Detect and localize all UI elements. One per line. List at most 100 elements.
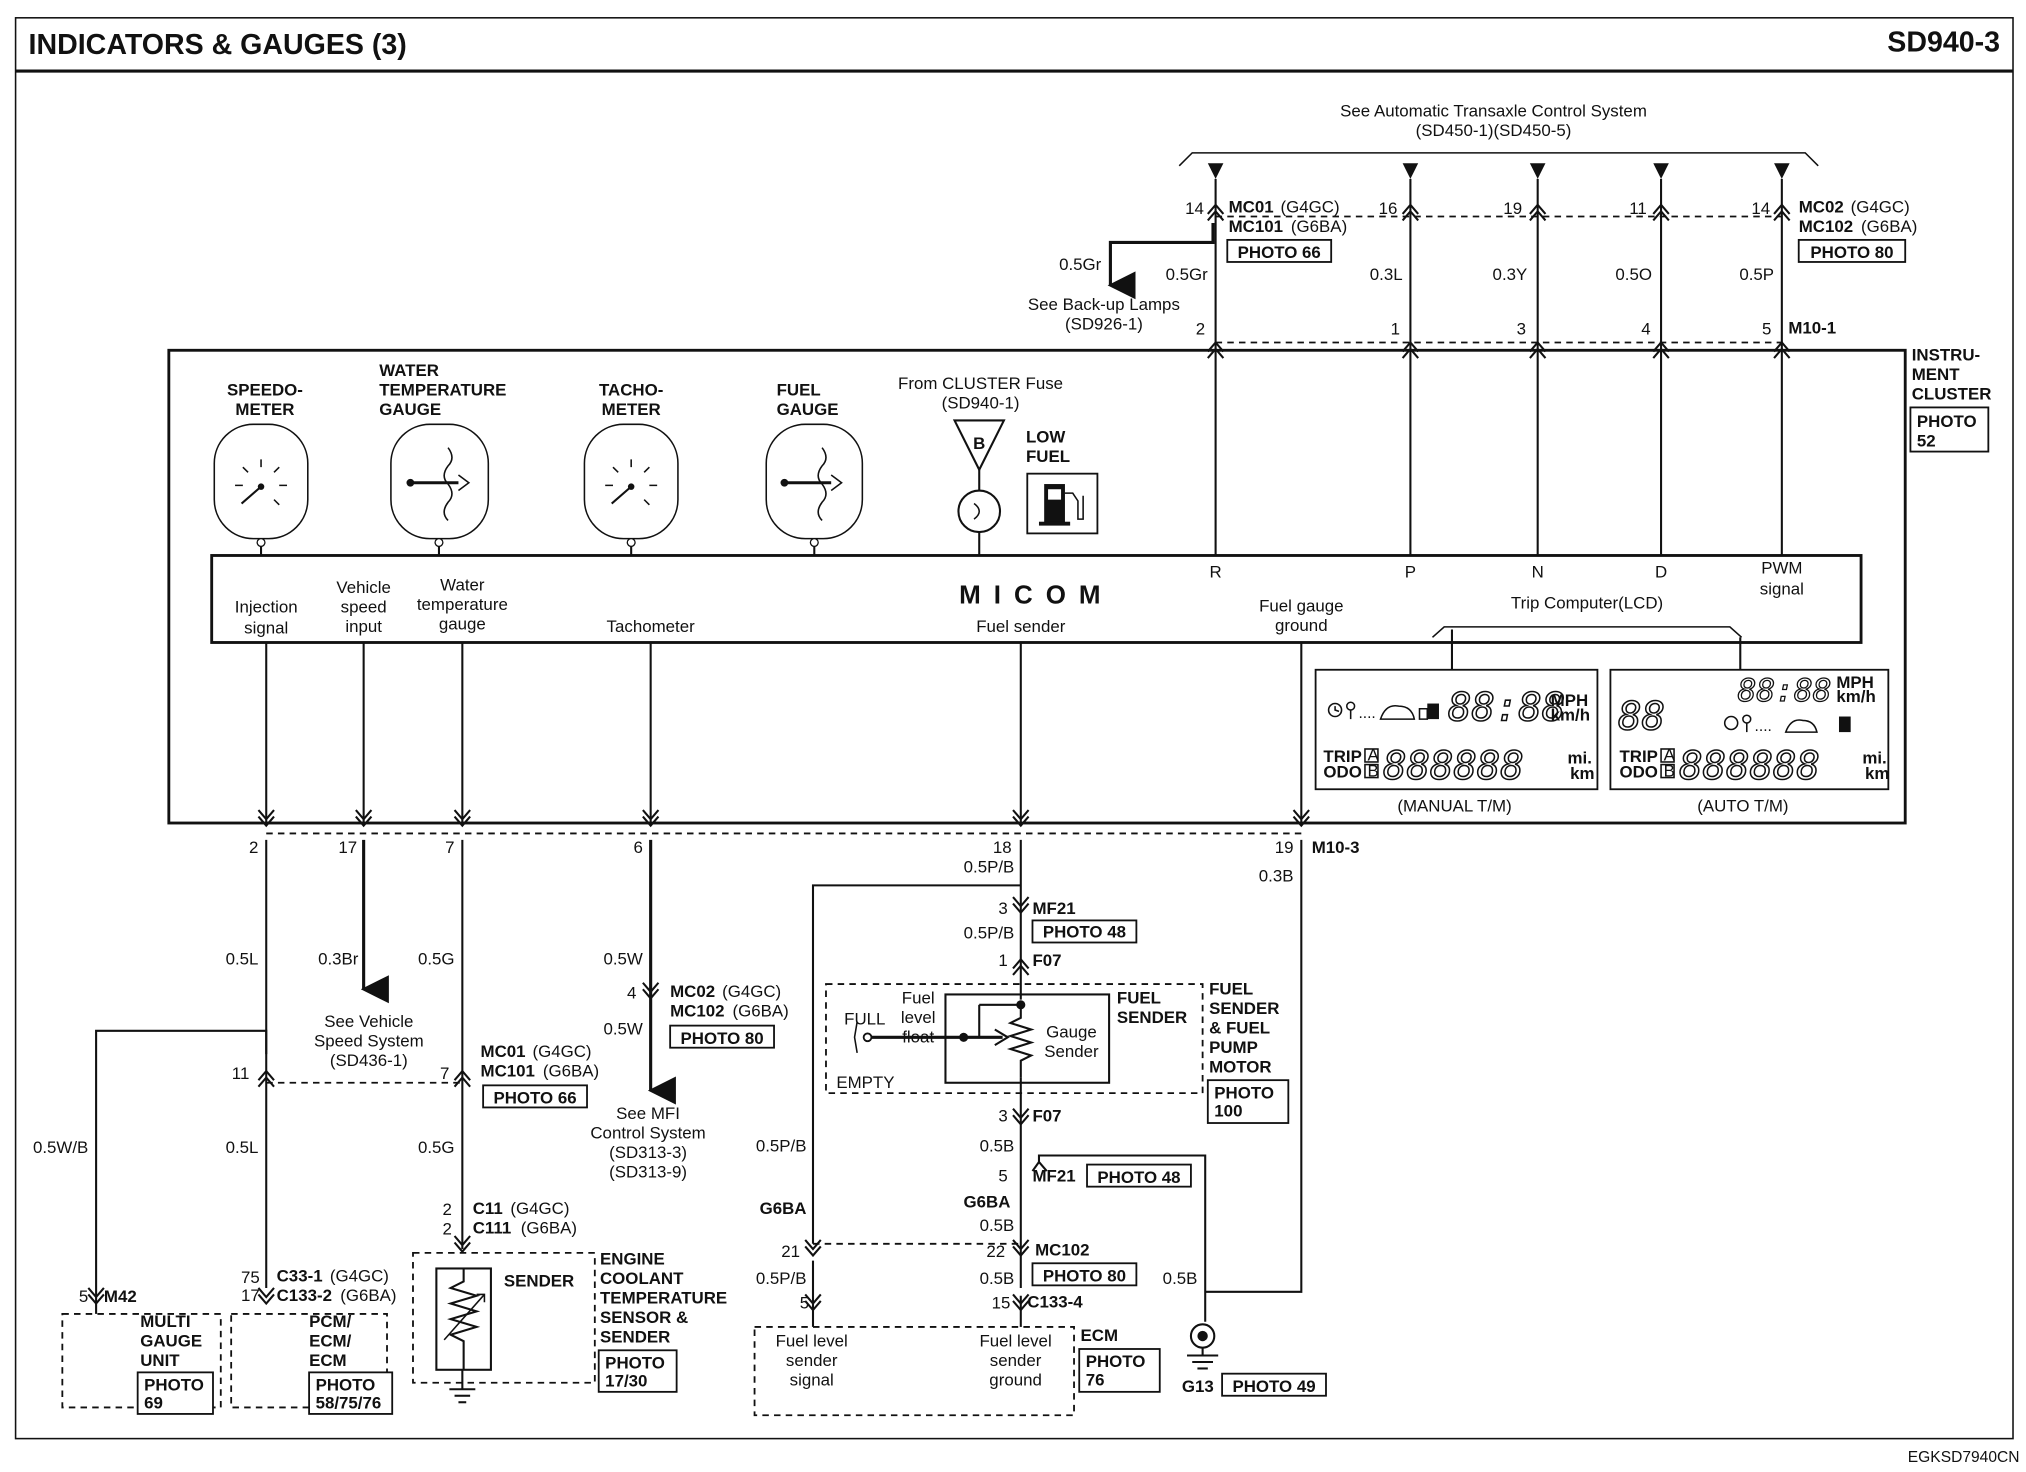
fuel-gauge-icon (765, 423, 864, 548)
svg-text:16: 16 (1379, 199, 1398, 218)
svg-text:M10-1: M10-1 (1788, 318, 1836, 337)
svg-text:GAUGE: GAUGE (140, 1331, 202, 1350)
svg-text:0.3L: 0.3L (1370, 265, 1403, 284)
svg-text:76: 76 (1086, 1370, 1105, 1389)
connector-chevron-icon (1012, 809, 1030, 828)
svg-text:PHOTO: PHOTO (1214, 1083, 1274, 1102)
svg-text:100: 100 (1214, 1102, 1242, 1121)
svg-text:0.5Gr: 0.5Gr (1059, 255, 1102, 274)
connector-chevron-icon (257, 809, 275, 828)
svg-text:88:88: 88:88 (1738, 673, 1832, 709)
svg-text:PHOTO 80: PHOTO 80 (1043, 1266, 1126, 1285)
connector-chevron-icon (1292, 809, 1310, 828)
connector-mc02-top: 14 MC02 (G4GC) MC102 (G6BA) PHOTO 80 16 … (1379, 198, 1917, 263)
engine-coolant-sensor: SENDER ENGINE COOLANT TEMPERATURE SENSOR… (412, 1250, 727, 1404)
svg-text:0.5B: 0.5B (1163, 1269, 1198, 1288)
svg-text:(G4GC): (G4GC) (1851, 198, 1910, 217)
svg-text:14: 14 (1185, 199, 1204, 218)
svg-text:METER: METER (235, 400, 294, 419)
page-title: INDICATORS & GAUGES (3) (29, 29, 407, 61)
svg-text:ECM: ECM (1081, 1326, 1119, 1345)
connector-m10-3: 2 17 7 6 18 19 M10-3 (249, 838, 1359, 857)
svg-text:(G4GC): (G4GC) (722, 982, 781, 1001)
svg-text:(G4GC): (G4GC) (1281, 198, 1340, 217)
connector-mc02-mid: 4 MC02 (G4GC) MC102 (G6BA) PHOTO 80 (627, 982, 789, 1049)
svg-text:See Back-up Lamps: See Back-up Lamps (1028, 295, 1180, 314)
svg-text:2: 2 (1196, 320, 1205, 339)
svg-text:B: B (973, 434, 985, 453)
svg-text:(G6BA): (G6BA) (1861, 217, 1917, 236)
svg-text:888888: 888888 (1383, 744, 1524, 789)
svg-text:0.5P/B: 0.5P/B (964, 857, 1015, 876)
svg-text:MC02: MC02 (670, 982, 715, 1001)
svg-text:SENDER: SENDER (1209, 999, 1279, 1018)
svg-text:From CLUSTER Fuse: From CLUSTER Fuse (898, 374, 1063, 393)
top-arrow-icon (1653, 163, 1669, 179)
svg-text:LOW: LOW (1026, 427, 1065, 446)
svg-text:signal: signal (1760, 579, 1804, 598)
svg-text:R: R (1210, 563, 1222, 582)
svg-text:Injection: Injection (235, 598, 298, 617)
svg-text:0.5P/B: 0.5P/B (756, 1269, 807, 1288)
svg-text:PCM/: PCM/ (309, 1312, 351, 1331)
svg-text:ECM: ECM (309, 1351, 347, 1370)
svg-text:MC102: MC102 (1799, 217, 1853, 236)
svg-text:6: 6 (633, 838, 642, 857)
svg-text:0.5L: 0.5L (226, 1138, 259, 1157)
connector-chevron-icon (453, 809, 471, 828)
svg-text:ODO: ODO (1620, 763, 1658, 782)
svg-text:19: 19 (1275, 838, 1294, 857)
svg-text:0.5B: 0.5B (980, 1216, 1015, 1235)
svg-text:SENDER: SENDER (1117, 1008, 1187, 1027)
svg-text:2: 2 (443, 1200, 452, 1219)
svg-text:PHOTO 49: PHOTO 49 (1232, 1377, 1315, 1396)
top-wires (1207, 163, 1790, 351)
svg-text:C33-1: C33-1 (277, 1266, 323, 1285)
svg-text:Control System: Control System (590, 1124, 705, 1143)
svg-text:3: 3 (998, 1107, 1007, 1126)
connector-chevrons (87, 203, 1791, 1312)
vehicle-speed-reference: See Vehicle Speed System (SD436-1) (314, 1012, 424, 1070)
fuel-pump-icon (1038, 484, 1084, 526)
connector-m10-1: 2 1 3 4 5 M10-1 (1196, 318, 1836, 338)
photo-80-top: PHOTO 80 (1810, 243, 1893, 262)
svg-text:MF21: MF21 (1032, 1166, 1075, 1185)
fuel-circuit-wires: 0.3B 0.5P/B 3 MF21 PHOTO 48 0.5P/B 1 F07… (756, 839, 1303, 1327)
svg-text:MOTOR: MOTOR (1209, 1057, 1272, 1076)
svg-text:0.5W/B: 0.5W/B (33, 1138, 88, 1157)
svg-text:mi.: mi. (1862, 748, 1886, 767)
svg-text:MC01: MC01 (481, 1042, 526, 1061)
top-wire-labels: 0.5Gr 0.3L 0.3Y 0.5O 0.5P (1166, 265, 1774, 284)
svg-text:FULL: FULL (844, 1009, 885, 1028)
svg-text:88:88: 88:88 (1448, 685, 1565, 730)
mfi-reference: See MFI Control System (SD313-3) (SD313-… (590, 1104, 705, 1181)
svg-text:(MANUAL T/M): (MANUAL T/M) (1397, 796, 1511, 815)
svg-text:MC102: MC102 (1035, 1240, 1089, 1259)
svg-text:METER: METER (602, 400, 661, 419)
connector-chevron-icon (355, 809, 373, 828)
svg-text:Fuel sender: Fuel sender (976, 617, 1065, 636)
svg-text:0.5W: 0.5W (603, 1020, 642, 1039)
connector-chevron-icon (1529, 203, 1547, 222)
svg-text:Fuel gauge: Fuel gauge (1259, 596, 1343, 615)
svg-text:2: 2 (443, 1220, 452, 1239)
cluster-internal-wires (260, 350, 1783, 824)
svg-text:GAUGE: GAUGE (777, 400, 839, 419)
svg-text:sender: sender (990, 1351, 1042, 1370)
svg-text:MC101: MC101 (481, 1061, 535, 1080)
svg-text:M42: M42 (104, 1287, 137, 1306)
connector-chevron-icon (1401, 203, 1419, 222)
svg-text:Water: Water (440, 576, 485, 595)
svg-text:14: 14 (1751, 199, 1770, 218)
transaxle-reference: See Automatic Transaxle Control System (… (1178, 102, 1819, 167)
svg-text:17: 17 (241, 1286, 260, 1305)
lcd-auto: 88 88:88 MPH km/h .... TRIP ODO A B 8888… (1609, 668, 1889, 815)
svg-text:5: 5 (998, 1166, 1007, 1185)
pcm-ecm-unit: 75 17 C33-1 (G4GC) C133-2 (G6BA) PCM/ EC… (230, 1266, 397, 1415)
svg-text:0.5L: 0.5L (226, 950, 259, 969)
svg-text:C111: C111 (473, 1218, 511, 1237)
svg-text:Fuel level: Fuel level (979, 1331, 1051, 1350)
svg-text:km: km (1865, 764, 1889, 783)
connector-chevron-icon (1207, 340, 1225, 359)
